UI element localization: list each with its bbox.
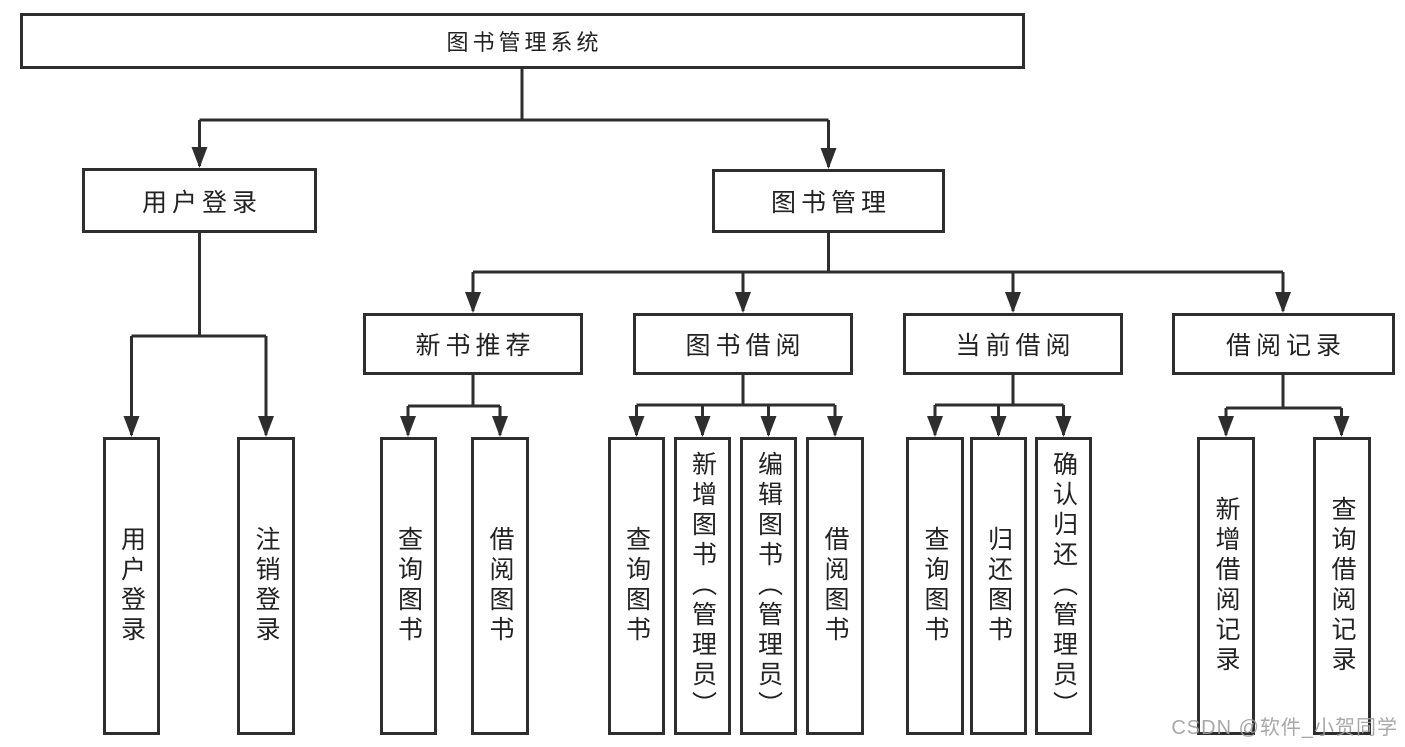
node-query-books-leaf-2: 查询图书 — [608, 437, 665, 735]
node-confirm-return-admin-leaf: 确认归还（管理员） — [1035, 437, 1092, 735]
arrowhead-icon — [990, 416, 1007, 437]
node-add-borrow-record-leaf: 新增借阅记录 — [1197, 437, 1255, 735]
arrowhead-icon — [1005, 292, 1021, 313]
arrowhead-icon — [123, 416, 140, 437]
arrowhead-icon — [760, 416, 777, 437]
arrowhead-icon — [827, 416, 843, 437]
arrowhead-icon — [465, 292, 481, 313]
node-library-management-system: 图书管理系统 — [20, 13, 1025, 69]
node-borrow-records: 借阅记录 — [1172, 313, 1395, 375]
node-logout-leaf: 注销登录 — [237, 437, 295, 735]
connector-lines — [130, 69, 1343, 435]
arrowhead-icon — [400, 416, 416, 437]
arrowhead-icon — [1333, 416, 1350, 437]
node-book-management: 图书管理 — [712, 169, 945, 233]
node-current-borrow: 当前借阅 — [903, 313, 1123, 375]
arrowhead-icon — [927, 416, 943, 437]
arrowhead-icon — [191, 147, 208, 168]
node-query-borrow-record-leaf: 查询借阅记录 — [1313, 437, 1371, 735]
arrowheads — [123, 147, 1350, 437]
arrowhead-icon — [1055, 416, 1072, 437]
arrowhead-icon — [820, 148, 837, 169]
node-borrow-books-leaf-1: 借阅图书 — [471, 437, 529, 735]
arrowhead-icon — [492, 416, 508, 437]
node-edit-books-admin-leaf: 编辑图书（管理员） — [740, 437, 797, 735]
node-borrow-books-leaf-2: 借阅图书 — [806, 437, 864, 735]
arrowhead-icon — [258, 416, 274, 437]
arrowhead-icon — [1275, 292, 1291, 313]
node-query-books-leaf-1: 查询图书 — [380, 437, 437, 735]
node-user-login-leaf: 用户登录 — [103, 437, 160, 735]
arrowhead-icon — [1218, 416, 1234, 437]
node-query-books-leaf-3: 查询图书 — [906, 437, 964, 735]
node-book-borrow: 图书借阅 — [633, 313, 853, 375]
arrowhead-icon — [694, 416, 711, 437]
arrowhead-icon — [735, 292, 751, 313]
csdn-watermark: CSDN @软件_小贺同学 — [1171, 717, 1398, 739]
node-add-books-admin-leaf: 新增图书（管理员） — [674, 437, 731, 735]
node-user-login: 用户登录 — [82, 168, 317, 233]
arrowhead-icon — [628, 416, 645, 437]
node-new-book-recommend: 新书推荐 — [363, 313, 583, 375]
node-return-books-leaf: 归还图书 — [970, 437, 1027, 735]
